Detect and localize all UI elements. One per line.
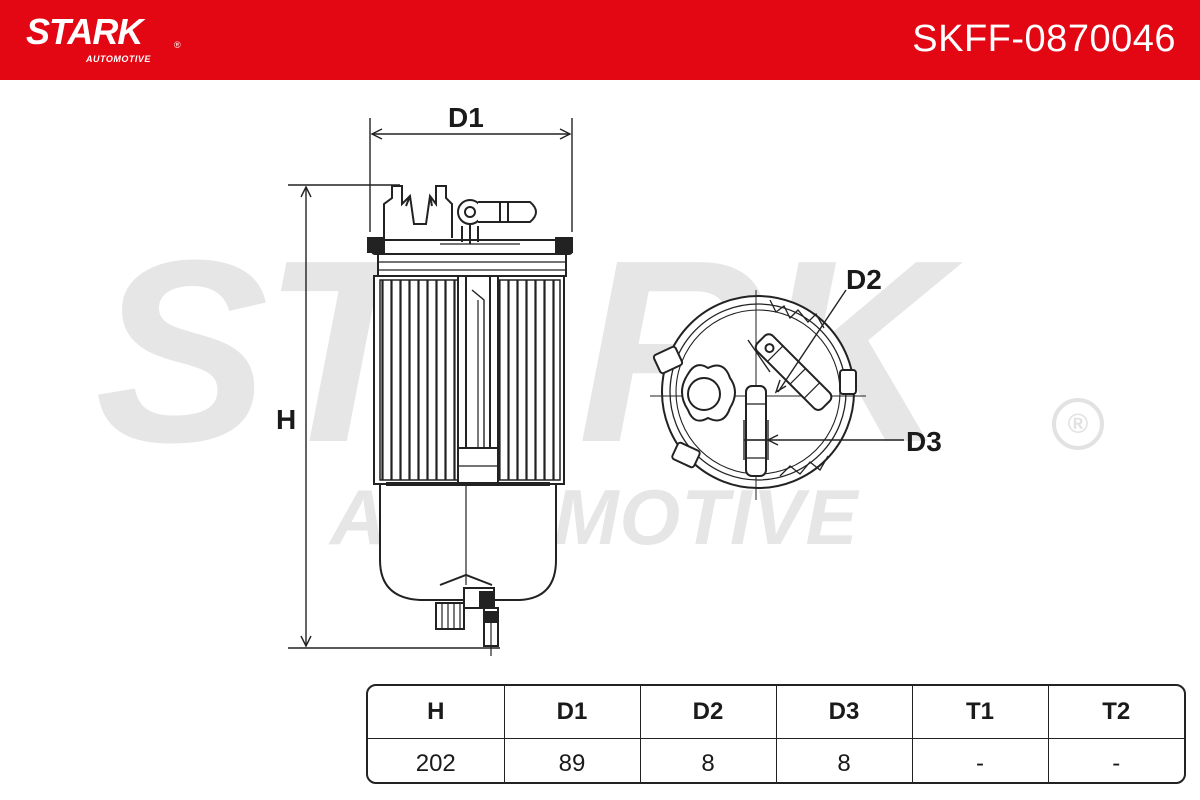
spec-header-h: H bbox=[368, 686, 505, 739]
top-view bbox=[650, 289, 904, 500]
spec-header-t2: T2 bbox=[1048, 686, 1184, 739]
spec-value-t2: - bbox=[1112, 750, 1121, 777]
spec-header-d3: D3 bbox=[776, 686, 913, 739]
logo-text: STARK bbox=[26, 11, 143, 52]
label-d3: D3 bbox=[906, 426, 942, 457]
header-bar: STARK ® AUTOMOTIVE SKFF-0870046 bbox=[0, 0, 1200, 80]
d2-leader bbox=[747, 289, 847, 394]
logo-subtitle: AUTOMOTIVE bbox=[86, 54, 151, 64]
spec-table: H D1 D2 D3 T1 T2 202 89 8 8 - - bbox=[366, 684, 1186, 784]
spec-header-d1: D1 bbox=[504, 686, 641, 739]
spec-value-d3: 8 bbox=[776, 738, 913, 782]
label-d2: D2 bbox=[846, 264, 882, 295]
side-view bbox=[288, 118, 573, 656]
spec-table-header-row: H D1 D2 D3 T1 T2 bbox=[368, 686, 1184, 739]
filter-element bbox=[373, 275, 565, 485]
label-d1: D1 bbox=[448, 102, 484, 133]
spec-table-value-row: 202 89 8 8 - - bbox=[368, 738, 1184, 782]
d1-dimension bbox=[369, 118, 573, 232]
spec-header-d2: D2 bbox=[640, 686, 777, 739]
d3-leader bbox=[743, 420, 904, 460]
filter-bowl bbox=[379, 482, 557, 601]
brand-logo: STARK ® AUTOMOTIVE bbox=[26, 11, 181, 65]
spec-value-d1: 89 bbox=[504, 738, 641, 782]
filter-head bbox=[367, 185, 573, 277]
technical-drawing bbox=[288, 118, 904, 656]
part-number: SKFF-0870046 bbox=[912, 18, 1176, 60]
spec-value-d2: 8 bbox=[640, 738, 777, 782]
spec-header-t1: T1 bbox=[912, 686, 1049, 739]
label-h: H bbox=[276, 404, 297, 435]
drain-plug bbox=[435, 587, 499, 656]
h-dimension bbox=[288, 184, 500, 649]
spec-value-t1: - bbox=[912, 738, 1049, 782]
logo-registered-mark: ® bbox=[174, 40, 181, 50]
spec-value-h: 202 bbox=[368, 738, 505, 782]
